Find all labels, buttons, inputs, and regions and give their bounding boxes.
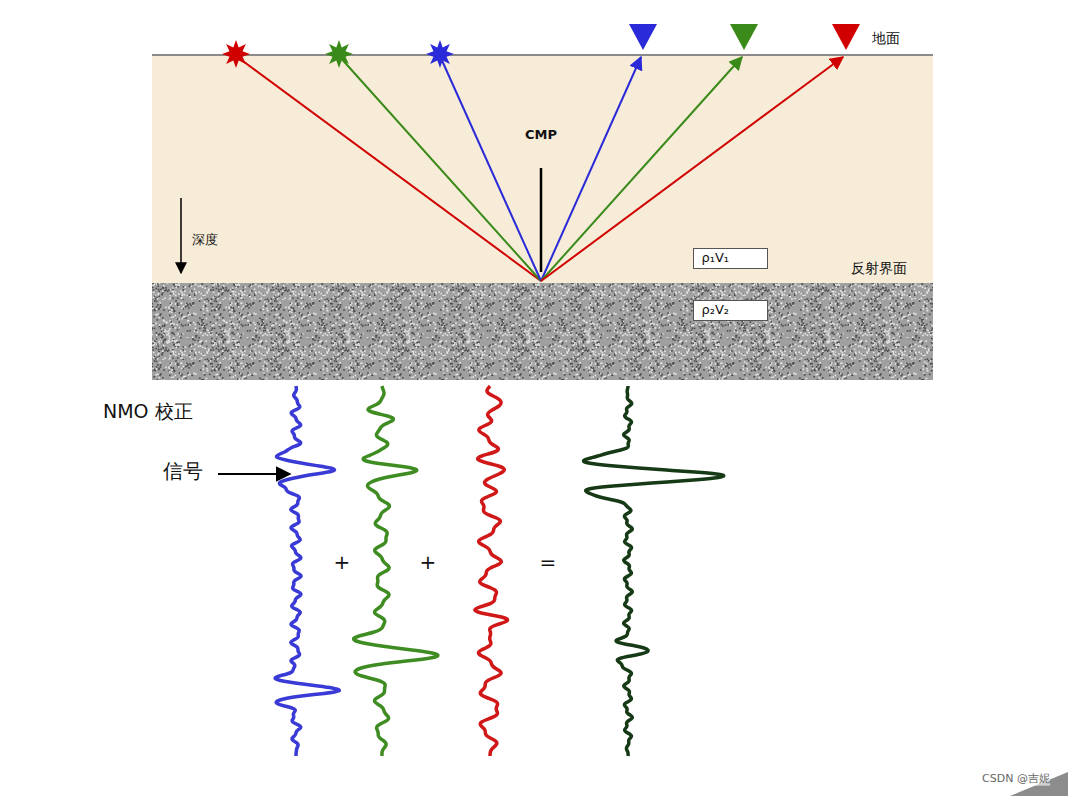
receiver-symbol — [832, 24, 860, 50]
ray-line — [541, 57, 843, 281]
operator-sign: + — [334, 551, 351, 574]
parameter-box: ρ₂V₂ — [693, 300, 768, 321]
lower-layer-texture — [152, 283, 933, 380]
ray-line — [541, 57, 641, 281]
receiver-symbol — [730, 24, 758, 50]
ground-line — [152, 54, 933, 56]
source-symbol — [325, 40, 353, 68]
trace-curve — [475, 386, 508, 756]
upper-layer — [152, 55, 933, 283]
trace-curve — [354, 386, 438, 756]
receiver-symbol — [629, 24, 657, 50]
watermark: CSDN @吉妮 — [982, 773, 1050, 786]
source-symbols — [222, 40, 454, 68]
ray-paths — [236, 56, 843, 281]
parameter-label: ρ₁V₁ — [702, 251, 759, 266]
seismic-traces — [275, 386, 724, 756]
figure-label: CMP — [525, 128, 557, 143]
operator-sign: = — [540, 551, 557, 574]
parameter-box: ρ₁V₁ — [693, 248, 768, 269]
figure-label: 反射界面 — [851, 260, 907, 276]
cmp-line — [540, 168, 543, 272]
ray-line — [339, 56, 541, 281]
figure-label: NMO 校正 — [103, 401, 193, 423]
ray-line — [236, 56, 541, 281]
source-symbol — [426, 40, 454, 68]
trace-curve — [275, 386, 339, 756]
lower-layer — [152, 283, 933, 380]
signal-arrow — [218, 473, 290, 475]
figure-label: 地面 — [872, 30, 900, 46]
parameter-label: ρ₂V₂ — [702, 303, 759, 318]
operator-sign: + — [420, 551, 437, 574]
depth-arrow — [180, 198, 182, 273]
ray-line — [440, 56, 541, 281]
figure-label: 信号 — [163, 460, 203, 483]
figure-label: 深度 — [192, 233, 218, 248]
source-symbol — [222, 40, 250, 68]
trace-curve — [584, 386, 724, 756]
